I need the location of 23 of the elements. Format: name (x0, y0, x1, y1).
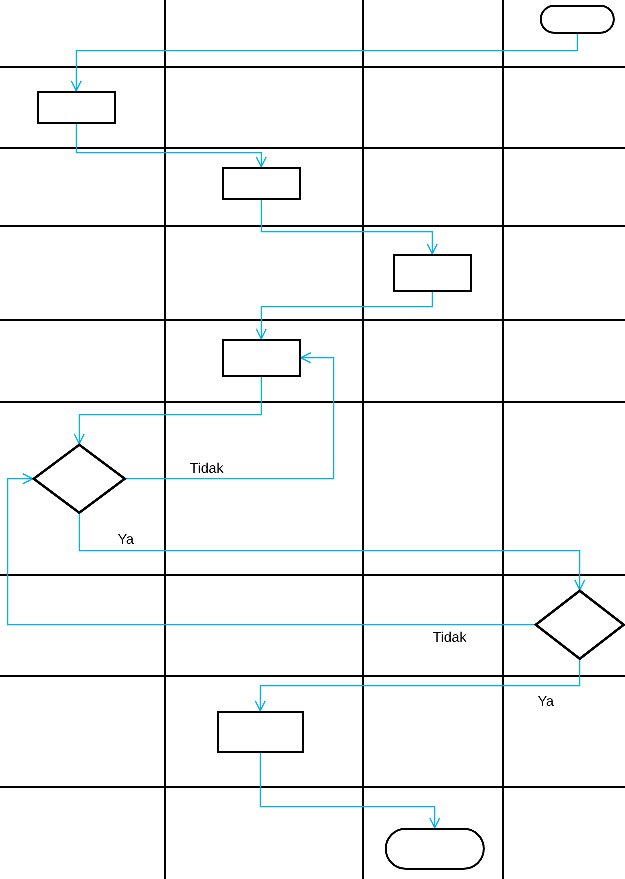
decision-diamond (535, 590, 625, 660)
process-box (222, 339, 301, 377)
arrow (126, 352, 335, 480)
process-box (393, 254, 472, 292)
process-box (217, 711, 304, 753)
arrow (260, 753, 441, 829)
arrow (7, 473, 535, 626)
arrow (70, 34, 578, 92)
arrow (260, 200, 438, 255)
arrow (254, 660, 581, 712)
decision-diamond (33, 444, 126, 514)
arrow (256, 292, 434, 340)
edge-label: Ya (536, 693, 556, 709)
terminator-pill (385, 828, 485, 870)
arrow (78, 514, 586, 591)
edge-label: Tidak (431, 629, 469, 645)
arrow (74, 377, 262, 445)
edge-label: Ya (116, 531, 136, 547)
edge-label: Tidak (188, 460, 226, 476)
process-box (222, 167, 301, 200)
terminator-pill (540, 5, 615, 34)
process-box (37, 91, 116, 124)
arrow (76, 124, 268, 168)
